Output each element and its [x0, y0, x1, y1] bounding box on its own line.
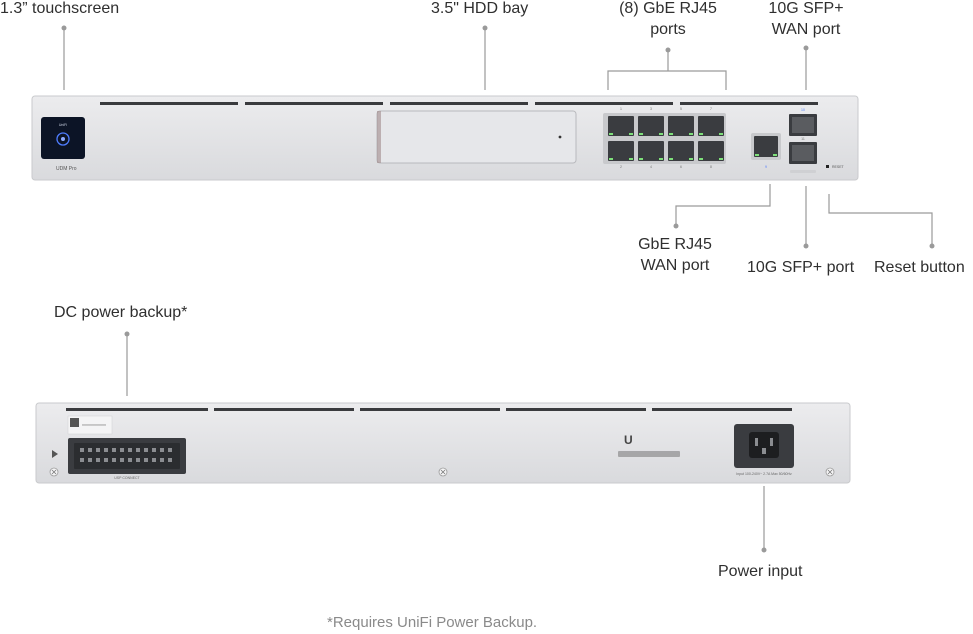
serial-text: XXXXXXXXXXXX: [82, 423, 106, 427]
label-sfp-wan-line2: WAN port: [771, 21, 841, 38]
label-rj45-wan: GbE RJ45 WAN port: [620, 234, 730, 276]
side-indicator-icon: [52, 450, 58, 458]
sfp-wan-port[interactable]: [789, 114, 817, 136]
label-power-input: Power input: [718, 563, 803, 580]
gbe-port-block[interactable]: [603, 113, 726, 164]
ubiquiti-logo-icon: U: [624, 433, 633, 447]
dc-power-backup-port[interactable]: [68, 438, 186, 474]
wan-rj45-num: 9: [765, 165, 767, 169]
label-sfp-wan-line1: 10G SFP+: [768, 0, 844, 17]
label-gbe-ports-line1: (8) GbE RJ45: [619, 0, 717, 17]
sfp-lan-num: 11: [801, 137, 805, 141]
screen-text: UniFi: [59, 123, 67, 127]
reset-text: RESET: [832, 165, 845, 169]
serial-sticker: XXXXXXXXXXXX: [67, 415, 113, 435]
port-num-5: 5: [680, 107, 682, 111]
sfp-wan-num: 10: [801, 108, 805, 112]
model-label: UDM Pro: [56, 166, 77, 172]
device-front: UniFi UDM Pro 1 3 5 7 2 4 6 8: [31, 95, 859, 181]
label-hdd-bay: 3.5" HDD bay: [431, 0, 529, 17]
label-rj45-wan-line2: WAN port: [640, 257, 710, 274]
label-rj45-wan-line1: GbE RJ45: [638, 236, 712, 253]
back-vents: [66, 408, 792, 411]
device-back: XXXXXXXXXXXX USP CONNECT U: [35, 402, 851, 484]
port-num-7: 7: [710, 107, 712, 111]
label-touchscreen: 1.3” touchscreen: [0, 0, 120, 17]
sfp-lan-port[interactable]: [789, 142, 817, 164]
reset-button[interactable]: [826, 165, 829, 168]
label-sfp-port: 10G SFP+ port: [747, 259, 855, 276]
label-dc-power: DC power backup*: [54, 304, 188, 321]
leader-gbe-bracket: [607, 70, 727, 90]
port-num-2: 2: [620, 165, 622, 169]
ac-power-input[interactable]: [734, 424, 794, 468]
hdd-bay[interactable]: [376, 110, 577, 164]
label-sfp-wan: 10G SFP+ WAN port: [752, 0, 860, 40]
label-gbe-ports: (8) GbE RJ45 ports: [598, 0, 738, 40]
footnote: *Requires UniFi Power Backup.: [327, 614, 538, 631]
port-num-8: 8: [710, 165, 712, 169]
label-reset-button: Reset button: [874, 259, 965, 276]
port-num-6: 6: [680, 165, 682, 169]
port-num-1: 1: [620, 107, 622, 111]
certification-marks-icon: [618, 451, 680, 457]
leader-reset: [828, 194, 933, 246]
power-rating: Input 100-240V~ 2.7A Max 50/60Hz: [736, 472, 792, 476]
front-vents: [100, 102, 818, 105]
dc-port-label: USP CONNECT: [114, 476, 140, 480]
port-num-3: 3: [650, 107, 652, 111]
gbe-rj45-wan-port[interactable]: [751, 133, 781, 160]
touchscreen[interactable]: UniFi: [41, 117, 85, 159]
label-gbe-ports-line2: ports: [650, 21, 686, 38]
port-num-4: 4: [650, 165, 652, 169]
leader-rj45-wan: [675, 184, 771, 226]
back-chassis: [35, 402, 851, 484]
